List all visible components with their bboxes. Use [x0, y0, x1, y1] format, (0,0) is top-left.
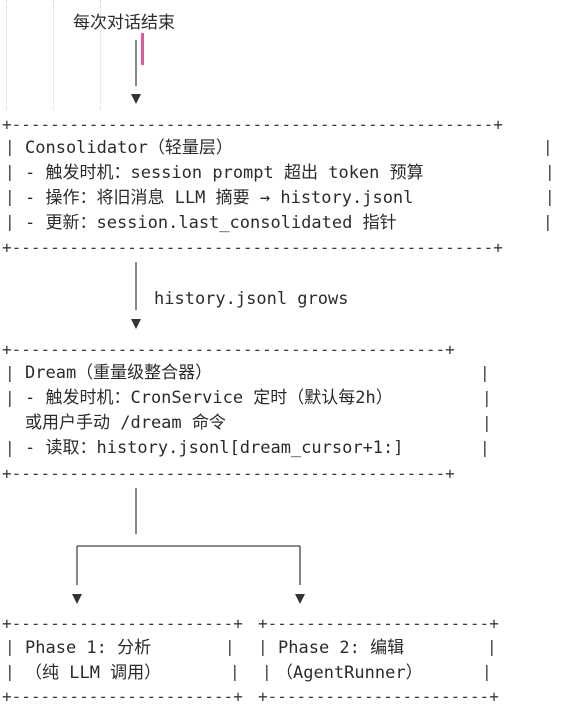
dream-line: 或用户手动 /dream 命令 [25, 413, 226, 433]
box-edge: | [258, 637, 268, 656]
box-edge: | [543, 137, 553, 156]
box-edge: | [482, 662, 492, 681]
text-cursor [141, 33, 144, 65]
box-edge: | [482, 413, 492, 432]
box-edge: | [545, 187, 555, 206]
arrow-down-icon [131, 94, 141, 104]
box-edge: | [480, 363, 490, 382]
start-label: 每次对话结束 [73, 13, 175, 33]
box-border: +-----------------------+ [2, 614, 243, 633]
box-edge: | [487, 637, 497, 656]
box-edge: | [480, 438, 490, 457]
consolidator-title: Consolidator（轻量层） [25, 138, 233, 158]
arrow-down-icon [72, 594, 82, 604]
box-edge: | [482, 388, 492, 407]
box-edge: | [230, 662, 240, 681]
box-edge: | [5, 637, 15, 656]
box-border: +---------------------------------------… [2, 464, 455, 483]
arrow-down-icon [295, 594, 305, 604]
indent-guide [100, 0, 101, 110]
edge-label: history.jsonl grows [154, 289, 349, 309]
box-edge: | [5, 363, 15, 382]
indent-guide [53, 0, 54, 110]
box-edge: | [543, 212, 553, 231]
phase1-subtitle: （纯 LLM 调用） [25, 663, 162, 683]
box-border: +---------------------------------------… [2, 115, 503, 134]
phase2-subtitle: （AgentRunner） [276, 663, 423, 683]
box-edge: | [5, 662, 15, 681]
box-edge: | [545, 162, 555, 181]
consolidator-line: - 操作：将旧消息 LLM 摘要 → history.jsonl [25, 188, 414, 208]
box-edge: | [5, 137, 15, 156]
box-edge: | [262, 662, 272, 681]
phase2-title: Phase 2: 编辑 [278, 638, 405, 658]
box-edge: | [5, 187, 15, 206]
dream-line: - 触发时机：CronService 定时（默认每2h） [25, 388, 393, 408]
box-border: +---------------------------------------… [2, 238, 503, 257]
box-edge: | [225, 637, 235, 656]
dream-line: - 读取：history.jsonl[dream_cursor+1:] [25, 438, 404, 458]
box-edge: | [5, 388, 15, 407]
box-edge: | [5, 162, 15, 181]
phase1-title: Phase 1: 分析 [25, 638, 152, 658]
box-border: +-----------------------+ [258, 687, 499, 706]
box-border: +---------------------------------------… [2, 340, 455, 359]
indent-guide [6, 0, 7, 110]
consolidator-line: - 触发时机：session prompt 超出 token 预算 [25, 163, 424, 183]
box-border: +-----------------------+ [2, 687, 243, 706]
box-edge: | [5, 212, 15, 231]
box-edge: | [5, 438, 15, 457]
box-border: +-----------------------+ [258, 614, 499, 633]
arrow-down-icon [131, 319, 141, 329]
dream-title: Dream（重量级整合器） [25, 363, 213, 383]
consolidator-line: - 更新：session.last_consolidated 指针 [25, 213, 397, 233]
